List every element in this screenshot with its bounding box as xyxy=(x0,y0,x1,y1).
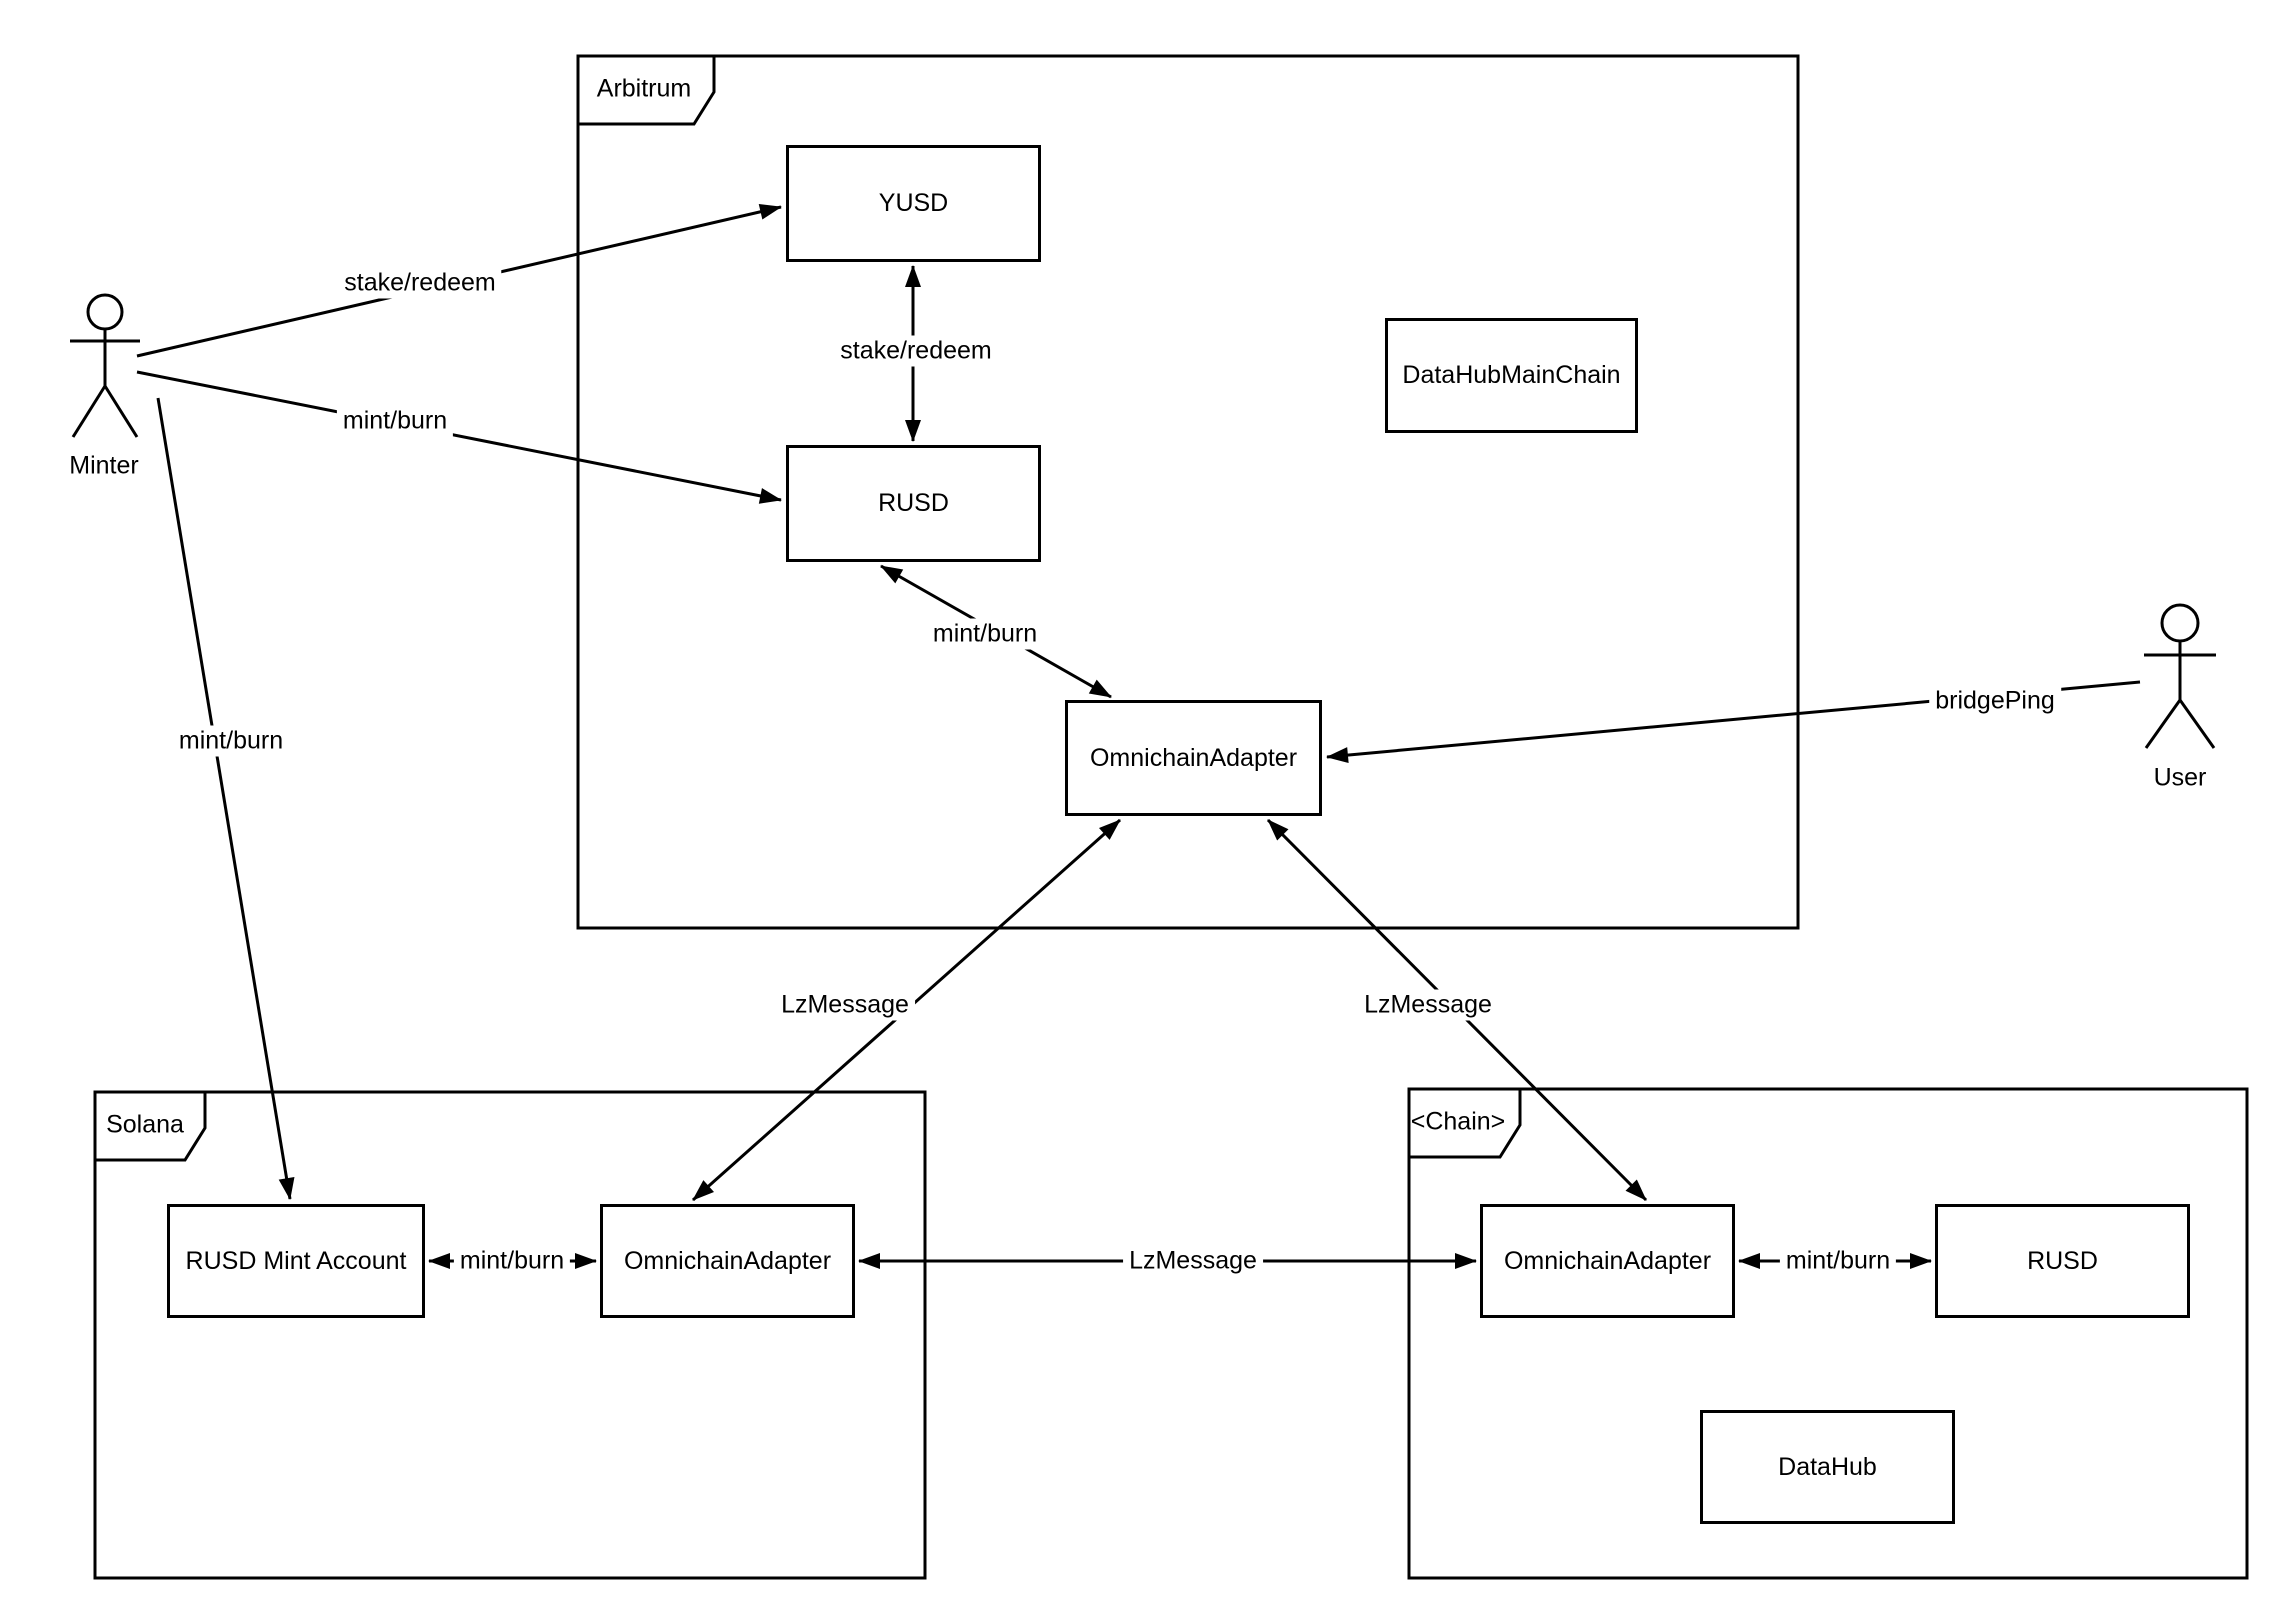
edge-label-mint-burn-chain: mint/burn xyxy=(1779,1245,1897,1277)
edge-label-minter-mint-burn-solana: mint/burn xyxy=(172,725,290,757)
container-arbitrum-tab xyxy=(576,54,716,126)
node-rusd-arbitrum: RUSD xyxy=(786,445,1041,562)
node-omnichain-adapter-chain-label: OmnichainAdapter xyxy=(1503,1246,1712,1275)
node-datahub: DataHub xyxy=(1700,1410,1955,1524)
node-yusd-label: YUSD xyxy=(878,189,949,217)
container-arbitrum xyxy=(576,54,1800,930)
container-solana xyxy=(93,1090,927,1580)
node-omnichain-adapter-solana: OmnichainAdapter xyxy=(600,1204,855,1318)
node-rusd-chain: RUSD xyxy=(1935,1204,2190,1318)
node-rusd-mint-account-label: RUSD Mint Account xyxy=(185,1246,407,1275)
container-solana-tab xyxy=(93,1090,207,1162)
minter-actor-label: Minter xyxy=(69,451,139,480)
edge-minter-mint-burn-rusd-mint-account xyxy=(156,397,295,1200)
edge-label-lz-message-right: LzMessage xyxy=(1358,989,1498,1021)
edge-minter-mint-burn-rusd xyxy=(136,370,782,504)
node-rusd-arbitrum-label: RUSD xyxy=(878,489,949,517)
edge-label-lz-message-left: LzMessage xyxy=(775,989,915,1021)
container-chain-tab-label: <Chain> xyxy=(1410,1107,1506,1136)
node-omnichain-adapter-chain: OmnichainAdapter xyxy=(1480,1204,1735,1318)
node-datahub-label: DataHub xyxy=(1778,1452,1877,1481)
edge-label-minter-stake-redeem: stake/redeem xyxy=(338,267,502,299)
node-rusd-mint-account: RUSD Mint Account xyxy=(167,1204,425,1318)
user-actor-label: User xyxy=(2153,763,2207,792)
edge-label-lz-message-horizontal: LzMessage xyxy=(1123,1245,1263,1277)
node-datahub-main-chain: DataHubMainChain xyxy=(1385,318,1638,433)
container-chain xyxy=(1407,1087,2249,1580)
edge-label-bridge-ping: bridgePing xyxy=(1929,685,2061,717)
node-rusd-chain-label: RUSD xyxy=(2027,1246,2098,1275)
node-datahub-main-chain-label: DataHubMainChain xyxy=(1402,361,1621,389)
node-omnichain-adapter-solana-label: OmnichainAdapter xyxy=(623,1246,832,1275)
container-solana-tab-label: Solana xyxy=(106,1110,184,1139)
edge-label-yusd-stake-redeem-rusd: stake/redeem xyxy=(834,335,998,367)
edge-label-minter-mint-burn: mint/burn xyxy=(336,405,454,437)
edge-label-mint-burn-solana: mint/burn xyxy=(453,1245,571,1277)
node-omnichain-adapter-arbitrum-label: OmnichainAdapter xyxy=(1089,743,1298,772)
container-arbitrum-tab-label: Arbitrum xyxy=(596,74,692,103)
node-omnichain-adapter-arbitrum: OmnichainAdapter xyxy=(1065,700,1322,816)
user-actor-icon xyxy=(2144,603,2216,749)
minter-actor-icon xyxy=(70,293,140,438)
edge-label-rusd-mint-burn-adapter: mint/burn xyxy=(926,618,1044,650)
node-yusd: YUSD xyxy=(786,145,1041,262)
